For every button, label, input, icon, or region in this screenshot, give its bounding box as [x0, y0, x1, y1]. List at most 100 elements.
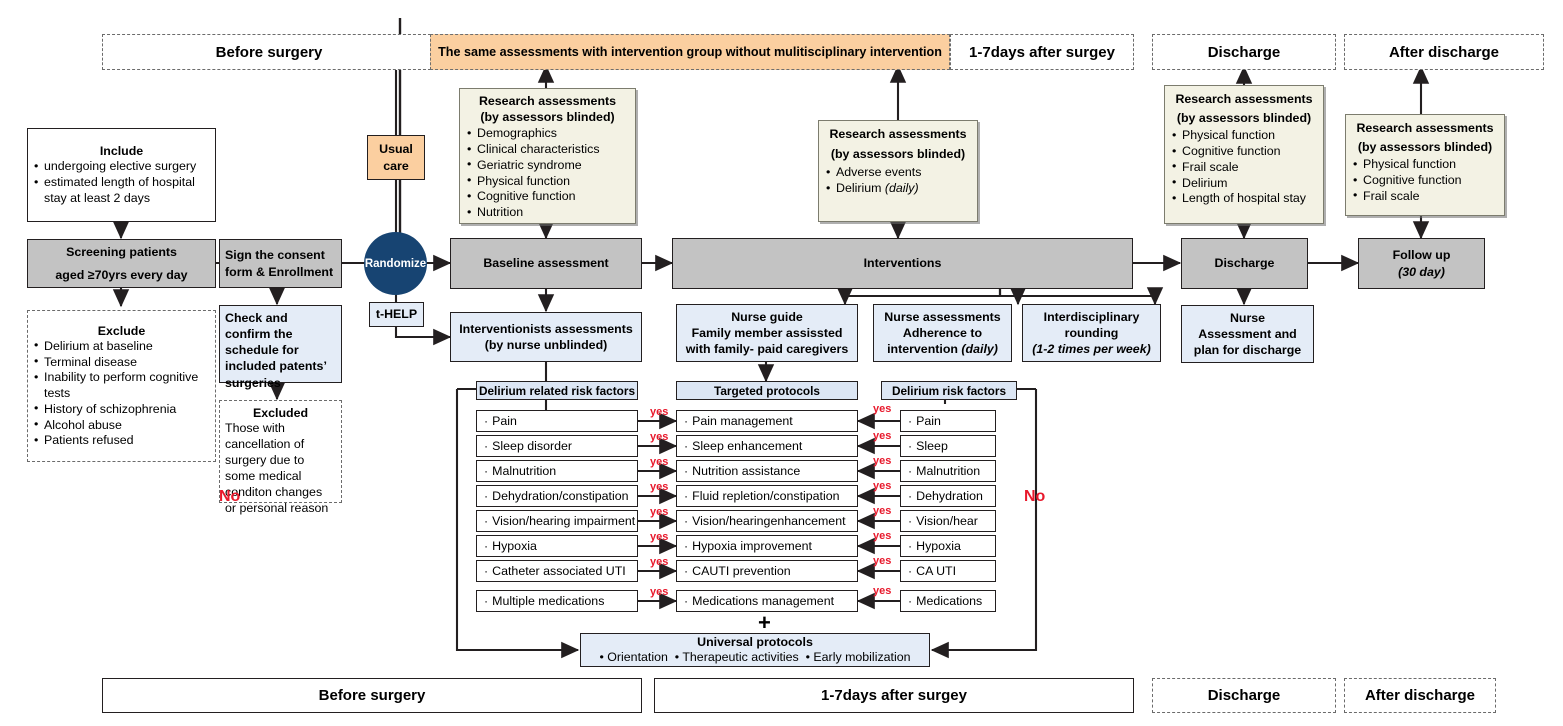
screening-patients-node[interactable]: Screening patients aged ≥70yrs every day [27, 239, 216, 288]
list-item: Cognitive function [466, 189, 629, 205]
nurse-discharge-line2: Assessment and [1198, 326, 1297, 341]
interventionists-line1: Interventionists assessments [459, 321, 633, 336]
interdisciplinary-line2: rounding [1064, 325, 1119, 340]
include-title: Include [99, 144, 144, 159]
row-label: CA UTI [916, 564, 957, 578]
usual-care-line1: Usual [379, 142, 413, 157]
nurse-guide-box: Nurse guide Family member assissted with… [676, 304, 858, 362]
timeline-label: After discharge [1388, 43, 1500, 61]
research-assessments-baseline: Research assessments (by assessors blind… [459, 88, 636, 224]
row-label: Catheter associated UTI [492, 564, 626, 578]
list-item: Delirium at baseline [33, 338, 210, 355]
yes-label: yes [873, 403, 892, 415]
plus-symbol: + [758, 610, 771, 635]
yes-label: yes [650, 481, 669, 493]
timeline-top-days-after-surgery: 1-7days after surgey [950, 34, 1134, 70]
yes-label: yes [873, 505, 892, 517]
screening-line2: aged ≥70yrs every day [55, 267, 188, 282]
yes-label: yes [873, 480, 892, 492]
interventionists-line2: (by nurse unblinded) [484, 338, 608, 352]
yes-label: yes [650, 431, 669, 443]
row-label: Hypoxia improvement [692, 539, 812, 553]
baseline-assessment-node[interactable]: Baseline assessment [450, 238, 642, 289]
right-header-label: Delirium risk factors [891, 383, 1007, 398]
left-risk-row: ·Sleep disorder [476, 435, 638, 457]
usual-care-line2: care [383, 158, 409, 173]
row-label: Pain management [692, 414, 793, 428]
row-label: Vision/hearingenhancement [692, 514, 846, 528]
assessment-title-line2: (by assessors blinded) [830, 147, 966, 162]
row-label: CAUTI prevention [692, 564, 791, 578]
follow-up-node[interactable]: Follow up (30 day) [1358, 238, 1485, 289]
timeline-bottom-discharge: Discharge [1152, 678, 1336, 713]
list-item: Alcohol abuse [33, 417, 210, 434]
nurse-assessments-line2: Adherence to [902, 325, 983, 340]
assessment-title-line1: Research assessments [478, 94, 617, 108]
list-item: Clinical characteristics [466, 142, 629, 158]
research-assessments-discharge: Research assessments (by assessors blind… [1164, 85, 1324, 224]
assessment-list: Physical function Cognitive function Fra… [1171, 128, 1317, 207]
no-label-left: No [219, 488, 241, 505]
interdisciplinary-line1: Interdisciplinary [1043, 309, 1140, 324]
universal-item: • Therapeutic activities [674, 650, 799, 665]
t-help-label: t-HELP [375, 307, 418, 322]
list-item: Inability to perform cognitive tests [33, 370, 210, 402]
timeline-top-discharge: Discharge [1152, 34, 1336, 70]
list-item: Frail scale [1171, 159, 1317, 176]
assessment-list: Physical function Cognitive function Fra… [1352, 157, 1498, 204]
timeline-bottom-days-after-surgery: 1-7days after surgey [654, 678, 1134, 713]
left-header-label: Delirium related risk factors [478, 383, 636, 398]
mid-column-header: Targeted protocols [676, 381, 858, 400]
randomize-node[interactable]: Randomize [364, 232, 427, 295]
right-risk-row: ·CA UTI [900, 560, 996, 582]
timeline-label: Discharge [1207, 687, 1281, 704]
discharge-node[interactable]: Discharge [1181, 238, 1308, 289]
protocol-row: ·Vision/hearingenhancement [676, 510, 858, 532]
timeline-label: The same assessments with intervention g… [438, 45, 942, 59]
list-item: estimated length of hospital stay at lea… [33, 175, 210, 207]
list-item: Terminal disease [33, 354, 210, 371]
assessment-title-line1: Research assessments [1175, 92, 1313, 106]
list-item: Patients refused [33, 433, 210, 449]
nurse-discharge-line1: Nurse [1229, 310, 1266, 325]
assessment-title-line2: (by assessors blinded) [480, 110, 615, 125]
research-assessments-daily: Research assessments (by assessors blind… [818, 120, 978, 222]
assessment-title-line2: (by assessors blinded) [1357, 140, 1493, 155]
protocol-row: ·Pain management [676, 410, 858, 432]
left-risk-row: ·Malnutrition [476, 460, 638, 482]
left-risk-row: ·Dehydration/constipation [476, 485, 638, 507]
row-label: Vision/hear [916, 514, 978, 528]
left-risk-row: ·Multiple medications [476, 590, 638, 612]
protocol-row: ·Hypoxia improvement [676, 535, 858, 557]
right-risk-row: ·Hypoxia [900, 535, 996, 557]
screening-line1: Screening patients [66, 245, 177, 260]
list-item: Frail scale [1352, 188, 1498, 205]
right-risk-row: ·Vision/hear [900, 510, 996, 532]
timeline-label: 1-7days after surgey [969, 43, 1115, 61]
list-item: Delirium [1171, 175, 1317, 192]
universal-protocols-box: Universal protocols • Orientation • Ther… [580, 633, 930, 667]
left-risk-row: ·Pain [476, 410, 638, 432]
interdisciplinary-line3: (1-2 times per week) [1032, 342, 1151, 357]
assessment-title-line2: (by assessors blinded) [1176, 111, 1312, 126]
timeline-bottom-after-discharge: After discharge [1344, 678, 1496, 713]
list-item: Geriatric syndrome [466, 157, 629, 174]
row-label: Sleep [916, 439, 948, 453]
list-item: Demographics [466, 126, 629, 142]
timeline-top-after-discharge: After discharge [1344, 34, 1544, 70]
yes-label: yes [650, 456, 669, 468]
nurse-guide-line3: with family- paid caregivers [685, 342, 849, 357]
include-list: undergoing elective surgery estimated le… [33, 159, 210, 206]
row-label: Dehydration [916, 489, 983, 503]
baseline-label: Baseline assessment [483, 256, 609, 271]
interventions-node[interactable]: Interventions [672, 238, 1133, 289]
list-item: Nutrition [466, 205, 629, 221]
row-label: Multiple medications [492, 594, 605, 608]
consent-enrollment-node[interactable]: Sign the consent form & Enrollment [219, 239, 342, 288]
mid-header-label: Targeted protocols [714, 383, 820, 398]
t-help-box: t-HELP [369, 302, 424, 327]
assessment-title-line1: Research assessments [829, 127, 967, 141]
interventions-label: Interventions [863, 256, 942, 271]
list-item: Delirium (daily) [825, 181, 971, 197]
